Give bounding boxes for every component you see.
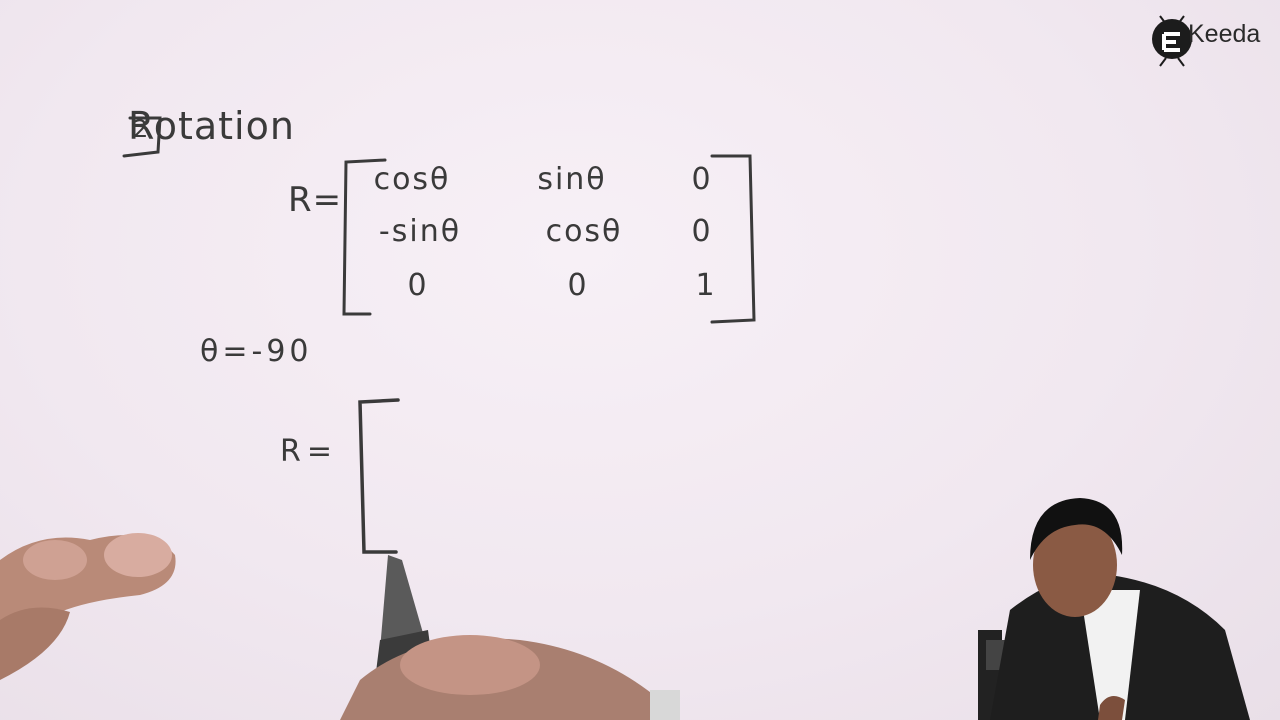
- matrix-cell: sinθ: [537, 162, 607, 197]
- matrix-cell: 0: [691, 162, 713, 197]
- presenter-photo: [978, 498, 1250, 720]
- writing-hand-photo: [340, 555, 680, 720]
- left-hand-photo: [0, 533, 176, 680]
- second-matrix-label: R=: [280, 434, 338, 469]
- ekeeda-logo: [1152, 15, 1192, 67]
- section-title: Rotation: [128, 104, 295, 148]
- matrix-cell: -sinθ: [378, 214, 462, 249]
- section-number: 2: [133, 115, 150, 143]
- angle-note: θ=-90: [200, 334, 313, 369]
- matrix-cell: 0: [407, 268, 429, 303]
- matrix-cell: 1: [695, 268, 717, 303]
- matrix-cell: 0: [567, 268, 589, 303]
- matrix-label: R=: [288, 180, 343, 220]
- matrix-cell: 0: [691, 214, 713, 249]
- logo-text: Keeda: [1188, 20, 1261, 48]
- matrix-cell: cosθ: [545, 214, 623, 249]
- matrix-cell: cosθ: [373, 162, 451, 197]
